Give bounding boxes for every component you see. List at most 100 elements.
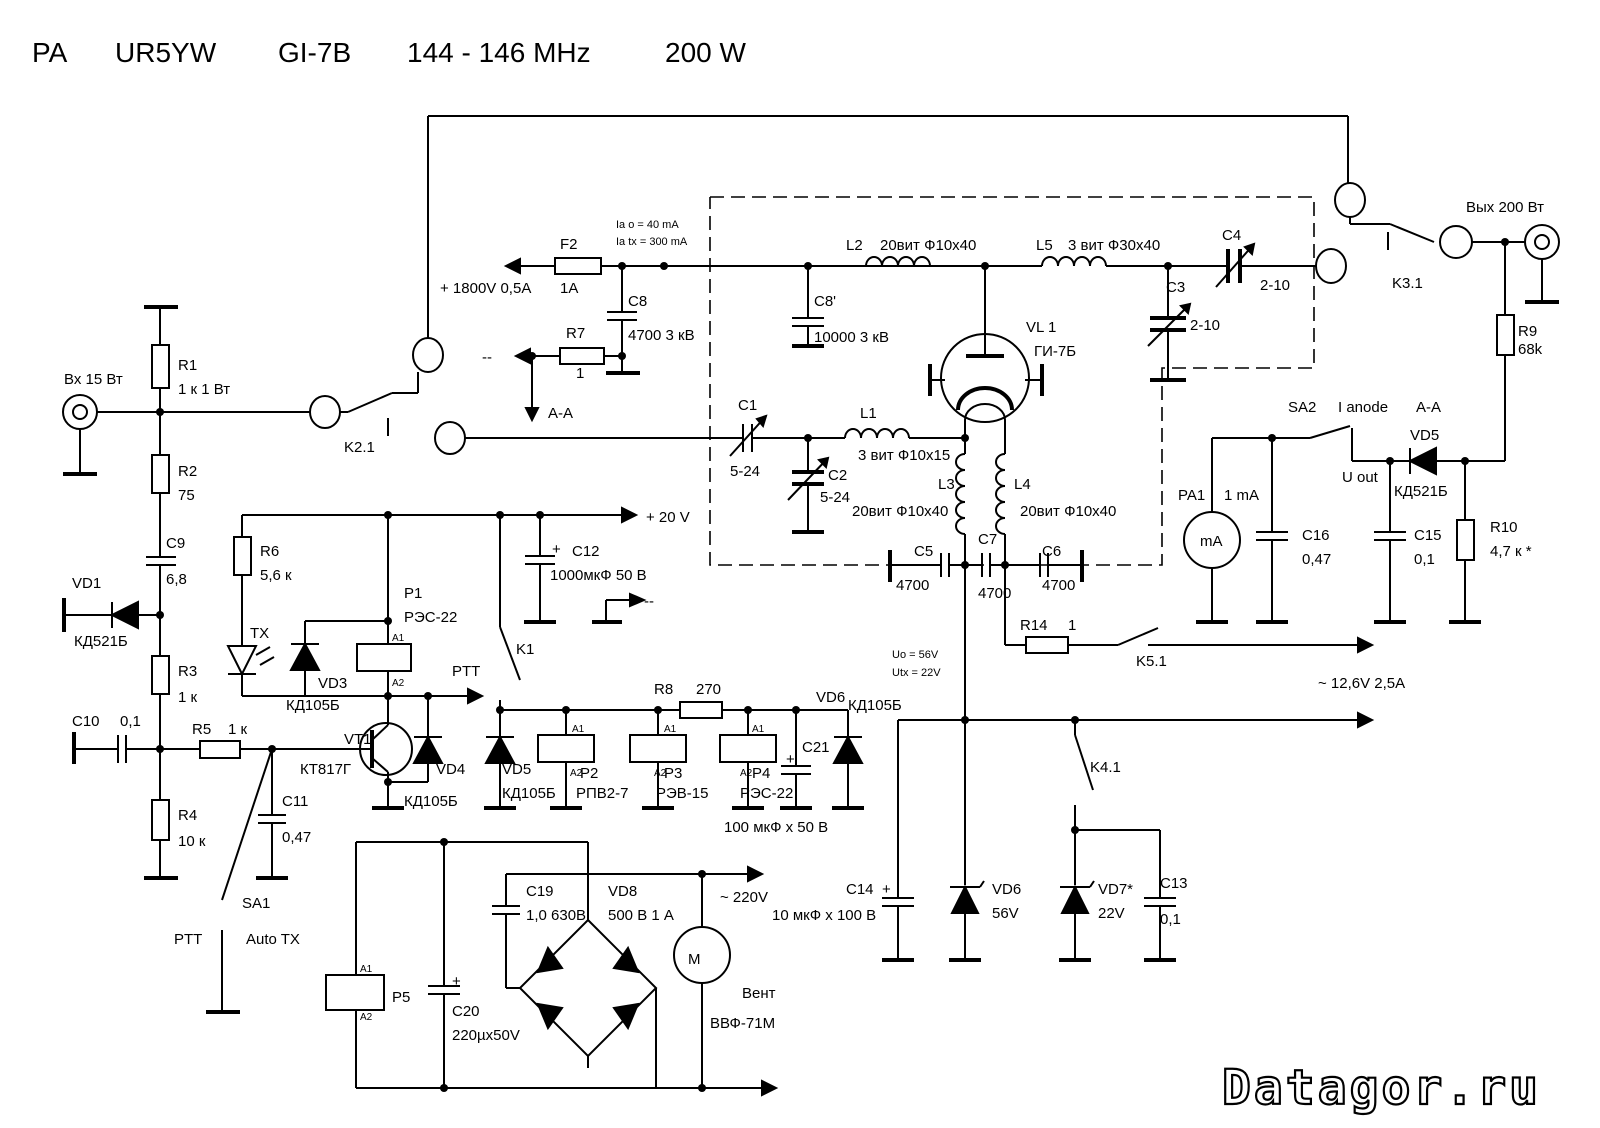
- resistor-r7: [559, 347, 605, 365]
- label-r2v: 75: [178, 487, 195, 504]
- label-c10v: 0,1: [120, 713, 141, 730]
- label-pa1: PA1: [1178, 487, 1205, 504]
- label-r4: R4: [178, 807, 197, 824]
- label-r1v: 1 к 1 Вт: [178, 381, 230, 398]
- label-aa1: A-A: [548, 405, 573, 422]
- label-p1v: РЭС-22: [404, 609, 457, 626]
- label-c9: C9: [166, 535, 185, 552]
- label-l4: L4: [1014, 476, 1031, 493]
- label-r8v: 270: [696, 681, 721, 698]
- relay-p3: [629, 734, 687, 763]
- label-c14v: 10 мкФ х 100 В: [772, 907, 876, 924]
- label-iatx: Ia tx = 300 mA: [616, 236, 688, 248]
- relay-p5: [325, 974, 385, 1011]
- relay-p1: [356, 643, 412, 672]
- label-c19: C19: [526, 883, 554, 900]
- label-ptt2: PTT: [452, 663, 480, 680]
- inductor-l5: [1041, 256, 1107, 267]
- label-tx: TX: [250, 625, 269, 642]
- label-c20: C20: [452, 1003, 480, 1020]
- zener-vd6-icon: [950, 884, 980, 914]
- label-p3-a2: A2: [654, 768, 667, 779]
- label-vd3: VD3: [318, 675, 347, 692]
- label-p4-a1: A1: [752, 724, 765, 735]
- resistor-r2: [151, 454, 170, 494]
- label-vent: Вент: [742, 985, 776, 1002]
- label-motor: M: [688, 951, 701, 968]
- bridge-diode-4-icon: [612, 1002, 640, 1031]
- label-c13v: 0,1: [1160, 911, 1181, 928]
- diode-vd6-top-icon: [832, 734, 864, 764]
- label-c9v: 6,8: [166, 571, 187, 588]
- label-l3: L3: [938, 476, 955, 493]
- label-p1-a2: A2: [392, 678, 405, 689]
- label-p1: P1: [404, 585, 422, 602]
- label-c8pv: 10000 3 кВ: [814, 329, 889, 346]
- resistor-r14: [1025, 636, 1069, 654]
- label-r7v: 1: [576, 365, 584, 382]
- arrow-down-icon: [524, 407, 540, 423]
- title: PA UR5YW GI-7B 144 - 146 MHz 200 W: [32, 37, 746, 68]
- anode-section: [503, 116, 1560, 461]
- label-c3: C3: [1166, 279, 1185, 296]
- label-c8p: C8': [814, 293, 836, 310]
- label-r10v: 4,7 к *: [1490, 543, 1532, 560]
- label-p5-a2: A2: [360, 1012, 373, 1023]
- label-p3v: РЭВ-15: [656, 785, 708, 802]
- bias-supply: [882, 720, 1176, 962]
- relay-p4: [719, 734, 777, 763]
- label-c7v: 4700: [978, 585, 1011, 602]
- label-c21: C21: [802, 739, 830, 756]
- label-c4v: 2-10: [1260, 277, 1290, 294]
- label-c20v: 220µх50V: [452, 1027, 520, 1044]
- label-c21v: 100 мкФ х 50 В: [724, 819, 828, 836]
- label-vd5lowv: КД105Б: [502, 785, 556, 802]
- label-r4v: 10 к: [178, 833, 206, 850]
- label-c2v: 5-24: [820, 489, 850, 506]
- label-v220: ~ 220V: [720, 889, 768, 906]
- label-iao: Ia o = 40 mA: [616, 219, 679, 231]
- label-vd6top: VD6: [816, 689, 845, 706]
- label-k1: K1: [516, 641, 534, 658]
- label-c14-plus: +: [882, 881, 891, 898]
- arrow-right-icon-ptt: [467, 687, 485, 705]
- label-p5: P5: [392, 989, 410, 1006]
- label-minus1: --: [482, 349, 492, 366]
- bridge-diode-3-icon: [536, 1002, 564, 1031]
- label-r2: R2: [178, 463, 197, 480]
- label-l1v: 3 вит Ф10х15: [858, 447, 950, 464]
- label-ptt1: PTT: [174, 931, 202, 948]
- label-c5: C5: [914, 543, 933, 560]
- title-tube: GI-7B: [278, 37, 351, 68]
- label-p2-a2: A2: [570, 768, 583, 779]
- label-vd5top: VD5: [1410, 427, 1439, 444]
- label-p3: P3: [664, 765, 682, 782]
- labels: Вх 15 Вт Вых 200 Вт R1 1 к 1 Вт R2 75 C9…: [64, 199, 1544, 1044]
- label-r9: R9: [1518, 323, 1537, 340]
- label-c5v: 4700: [896, 577, 929, 594]
- label-vyx: Вых 200 Вт: [1466, 199, 1544, 216]
- label-c8v: 4700 3 кВ: [628, 327, 695, 344]
- label-c20-plus: +: [452, 973, 461, 990]
- diode-vd1-icon: [109, 600, 139, 630]
- label-p4-a2: A2: [740, 768, 753, 779]
- label-p2: P2: [580, 765, 598, 782]
- label-k21: K2.1: [344, 439, 375, 456]
- label-kd521b2: КД521Б: [1394, 483, 1448, 500]
- label-p4v: РЭС-22: [740, 785, 793, 802]
- bridge-vd8: [518, 918, 658, 1058]
- grid-section: [729, 414, 1375, 729]
- label-vd7v: 22V: [1098, 905, 1125, 922]
- label-vd8v: 500 В 1 А: [608, 907, 674, 924]
- label-vd4v: КД105Б: [404, 793, 458, 810]
- label-r10: R10: [1490, 519, 1518, 536]
- label-c1v: 5-24: [730, 463, 760, 480]
- label-r6: R6: [260, 543, 279, 560]
- resistor-r9: [1496, 314, 1515, 356]
- label-r5: R5: [192, 721, 211, 738]
- arrow-left-icon: [503, 257, 521, 275]
- resistor-r10: [1456, 519, 1475, 561]
- label-vd1: VD1: [72, 575, 101, 592]
- label-c3v: 2-10: [1190, 317, 1220, 334]
- label-c6v: 4700: [1042, 577, 1075, 594]
